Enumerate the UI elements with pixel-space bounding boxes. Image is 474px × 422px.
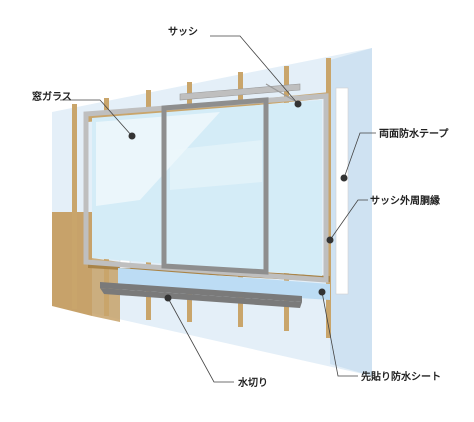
dot-drip [164, 294, 172, 302]
marker-dots [128, 100, 348, 302]
stud-1 [72, 104, 77, 309]
dot-sash [294, 100, 302, 108]
label-window-glass: 窓ガラス [32, 92, 72, 103]
label-double-sided-tape: 両面防水テープ [379, 129, 449, 140]
glass-reflection [96, 112, 220, 206]
label-water-drip: 水切り [238, 378, 268, 389]
leader-sash [210, 35, 299, 105]
perimeter-batten-right [335, 87, 349, 295]
label-pre-waterproof-sheet: 先貼り防水シート [361, 372, 441, 383]
label-sash: サッシ [168, 27, 198, 38]
label-sash-perimeter: サッシ外周胴縁 [370, 196, 440, 207]
dot-tape [340, 174, 348, 182]
dot-sheet [318, 288, 326, 296]
dot-perimeter [326, 236, 334, 244]
sash-top-rail [179, 83, 301, 101]
leader-drip [167, 297, 234, 383]
water-drip-top [100, 282, 302, 302]
flashing-sheet [118, 268, 330, 300]
water-drip-face [100, 288, 302, 308]
leader-perimeter [329, 199, 368, 241]
sash-guide-right [265, 83, 301, 105]
leader-glass [60, 99, 133, 137]
leader-tape [343, 132, 376, 179]
leader-sheet [321, 291, 358, 377]
dot-glass [128, 132, 136, 140]
leader-lines [60, 35, 376, 383]
glass-reflection-2 [170, 140, 262, 190]
